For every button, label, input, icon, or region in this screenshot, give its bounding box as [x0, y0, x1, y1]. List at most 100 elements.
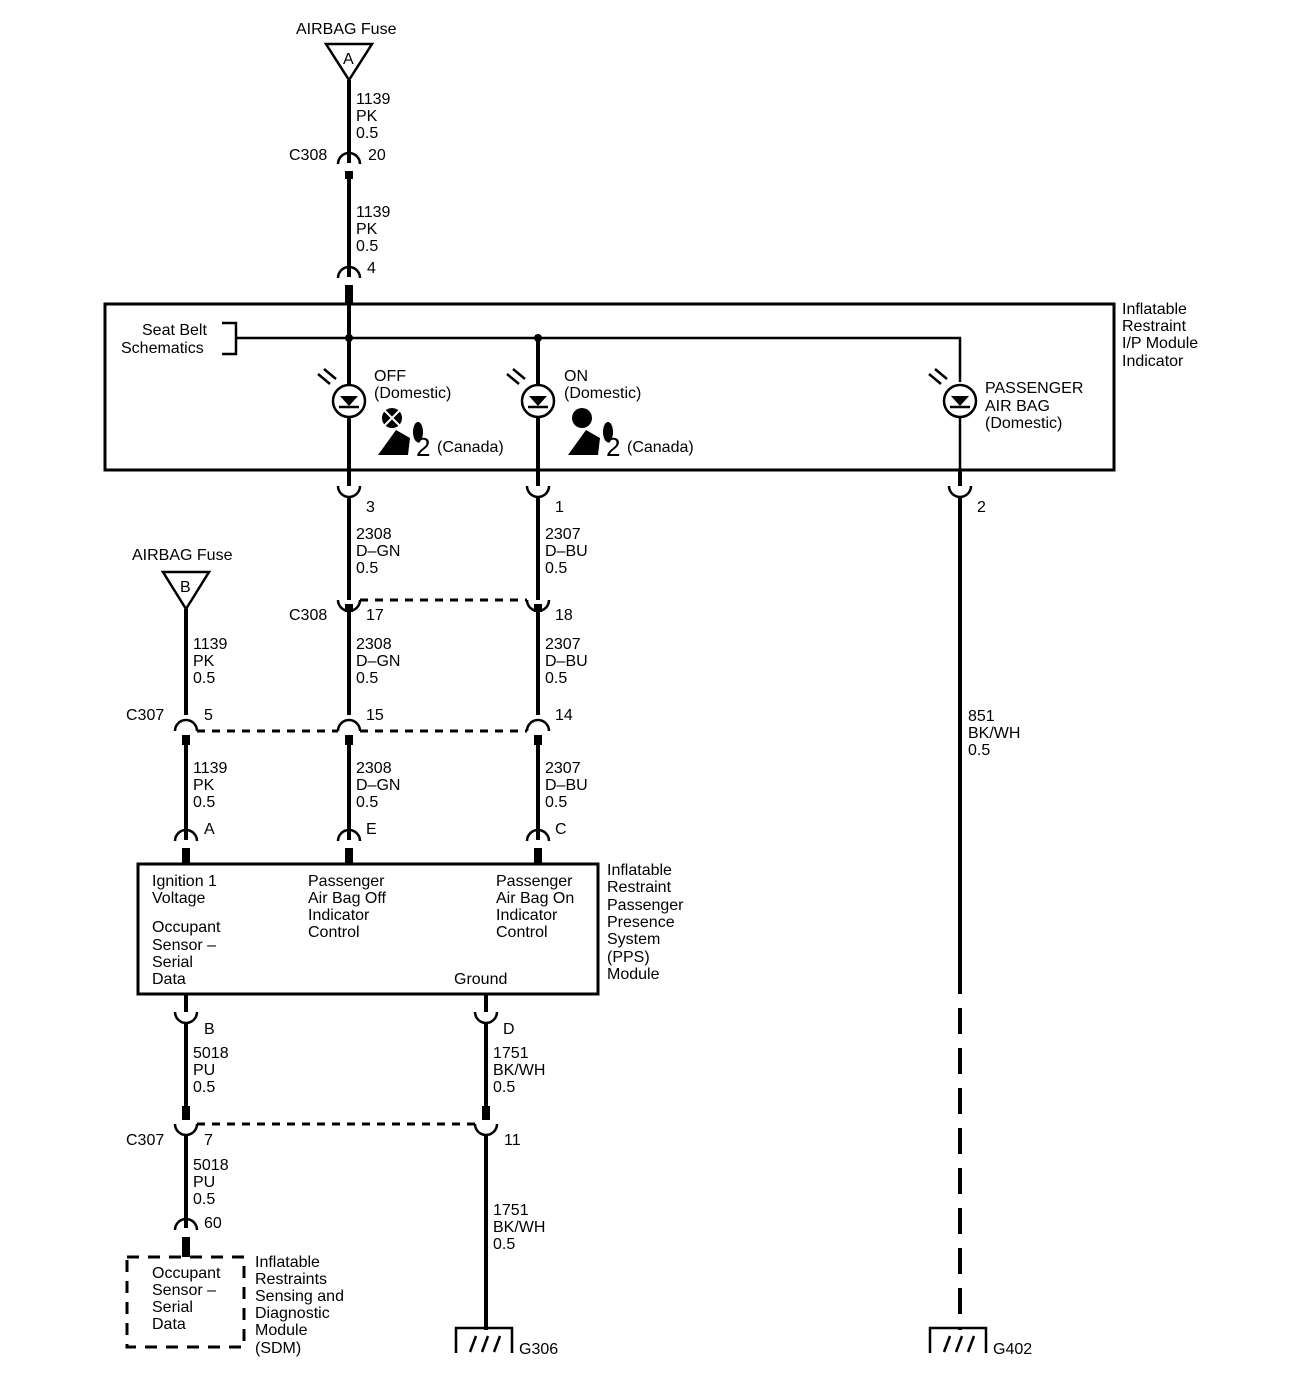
- svg-text:2307: 2307: [545, 526, 581, 543]
- led-passenger-indicator: [928, 368, 978, 419]
- svg-text:ON: ON: [564, 368, 588, 385]
- pps-pin-c-label: C: [555, 821, 567, 838]
- svg-text:Module: Module: [607, 966, 660, 983]
- svg-text:2308: 2308: [356, 526, 392, 543]
- svg-text:1751: 1751: [493, 1045, 529, 1062]
- connector-c308-pin-18: [525, 599, 551, 613]
- ground-g306-label: G306: [519, 1341, 558, 1358]
- svg-text:0.5: 0.5: [493, 1079, 515, 1096]
- svg-text:0.5: 0.5: [193, 1079, 215, 1096]
- connector-c307-pin-15: [336, 718, 362, 745]
- svg-text:PK: PK: [193, 777, 215, 794]
- ground-g306-symbol: [454, 1326, 514, 1353]
- connector-c308-top-pin: 20: [368, 147, 386, 164]
- sdm-pin-60: [173, 1217, 199, 1257]
- connector-c307-mid-name: C307: [126, 707, 164, 724]
- svg-text:1139: 1139: [356, 91, 391, 108]
- connector-c307-pin-14-label: 14: [555, 707, 573, 724]
- svg-text:5018: 5018: [193, 1157, 229, 1174]
- svg-text:Occupant: Occupant: [152, 1265, 221, 1282]
- svg-text:Presence: Presence: [607, 914, 675, 931]
- wire-1139-top-1-label: 1139 PK 0.5: [356, 91, 391, 142]
- seat-belt-schematics-ref: Seat Belt Schematics: [121, 321, 238, 357]
- svg-text:0.5: 0.5: [193, 794, 215, 811]
- svg-text:Data: Data: [152, 971, 186, 988]
- connector-c307-pin-11: [473, 1106, 499, 1137]
- connector-c307-low-name: C307: [126, 1132, 164, 1149]
- svg-text:2307: 2307: [545, 636, 581, 653]
- svg-text:D–BU: D–BU: [545, 653, 588, 670]
- svg-text:Serial: Serial: [152, 1299, 193, 1316]
- connector-c308-mid-name: C308: [289, 607, 327, 624]
- wire-5018-a-label: 5018 PU 0.5: [193, 1045, 229, 1096]
- pps-off-control: Passenger Air Bag Off Indicator Control: [308, 873, 387, 941]
- fuse-a-symbol: [323, 42, 375, 83]
- ground-g402-label: G402: [993, 1341, 1032, 1358]
- led-off-indicator: [317, 368, 367, 419]
- connector-c307-pin-11-label: 11: [504, 1132, 521, 1149]
- connector-c307-pin-15-label: 15: [366, 707, 384, 724]
- ip-module-pin-1: [525, 485, 551, 499]
- wire-1139-top-2-label: 1139 PK 0.5: [356, 204, 391, 255]
- fuse-a-label: AIRBAG Fuse: [296, 21, 397, 38]
- wire-2307-b-label: 2307 D–BU 0.5: [545, 636, 588, 687]
- svg-text:Inflatable: Inflatable: [255, 1254, 320, 1271]
- svg-text:Sensing and: Sensing and: [255, 1288, 344, 1305]
- svg-text:0.5: 0.5: [493, 1236, 515, 1253]
- svg-text:1139: 1139: [356, 204, 391, 221]
- svg-text:1139: 1139: [193, 760, 228, 777]
- svg-text:Restraint: Restraint: [1122, 318, 1187, 335]
- svg-text:(Domestic): (Domestic): [985, 415, 1062, 432]
- passenger-label: PASSENGER AIR BAG (Domestic): [985, 380, 1083, 432]
- svg-text:PU: PU: [193, 1062, 215, 1079]
- svg-text:PK: PK: [356, 221, 378, 238]
- airbag-off-icon: [378, 408, 423, 455]
- wire-5018-b-label: 5018 PU 0.5: [193, 1157, 229, 1208]
- pps-module-label: Inflatable Restraint Passenger Presence …: [607, 862, 684, 983]
- svg-text:2308: 2308: [356, 636, 392, 653]
- connector-c307-pin-5: [173, 718, 199, 745]
- pps-pin-b-label: B: [204, 1021, 215, 1038]
- svg-text:D–GN: D–GN: [356, 777, 400, 794]
- wire-1751-b-label: 1751 BK/WH 0.5: [493, 1202, 545, 1253]
- svg-text:Restraint: Restraint: [607, 879, 672, 896]
- svg-text:BK/WH: BK/WH: [493, 1062, 545, 1079]
- pps-on-control: Passenger Air Bag On Indicator Control: [496, 873, 574, 941]
- sdm-pin-60-label: 60: [204, 1215, 222, 1232]
- svg-text:Sensor –: Sensor –: [152, 937, 216, 954]
- svg-text:OFF: OFF: [374, 368, 406, 385]
- svg-text:0.5: 0.5: [193, 1191, 215, 1208]
- svg-text:2308: 2308: [356, 760, 392, 777]
- ip-pin-1-label: 1: [555, 499, 564, 516]
- svg-text:Restraints: Restraints: [255, 1271, 327, 1288]
- svg-text:(Domestic): (Domestic): [374, 385, 451, 402]
- svg-text:Air Bag Off: Air Bag Off: [308, 890, 387, 907]
- pps-pin-e-label: E: [366, 821, 377, 838]
- pps-occupant-sensor: Occupant Sensor – Serial Data: [152, 919, 221, 988]
- pps-pin-a: [173, 828, 199, 864]
- pps-ground: Ground: [454, 971, 507, 988]
- pps-pin-d: [473, 1011, 499, 1025]
- svg-text:0.5: 0.5: [356, 670, 378, 687]
- svg-text:Indicator: Indicator: [1122, 353, 1184, 370]
- on-label: ON (Domestic): [564, 368, 641, 402]
- canada-on-label: (Canada): [627, 439, 694, 456]
- svg-text:Schematics: Schematics: [121, 340, 204, 357]
- svg-text:0.5: 0.5: [356, 794, 378, 811]
- wire-1139-b2-label: 1139 PK 0.5: [193, 760, 228, 811]
- svg-text:Passenger: Passenger: [496, 873, 573, 890]
- svg-text:Voltage: Voltage: [152, 890, 205, 907]
- svg-text:Passenger: Passenger: [607, 897, 684, 914]
- svg-text:0.5: 0.5: [356, 560, 378, 577]
- svg-text:0.5: 0.5: [545, 670, 567, 687]
- connector-c308-pin-18-label: 18: [555, 607, 573, 624]
- svg-text:(SDM): (SDM): [255, 1340, 301, 1357]
- svg-text:PK: PK: [356, 108, 378, 125]
- off-label: OFF (Domestic): [374, 368, 451, 402]
- svg-text:2307: 2307: [545, 760, 581, 777]
- svg-text:0.5: 0.5: [356, 125, 378, 142]
- ip-module-box: [103, 302, 1116, 472]
- ip-internal-bus: [236, 336, 962, 382]
- connector-c308-pin-17-label: 17: [366, 607, 384, 624]
